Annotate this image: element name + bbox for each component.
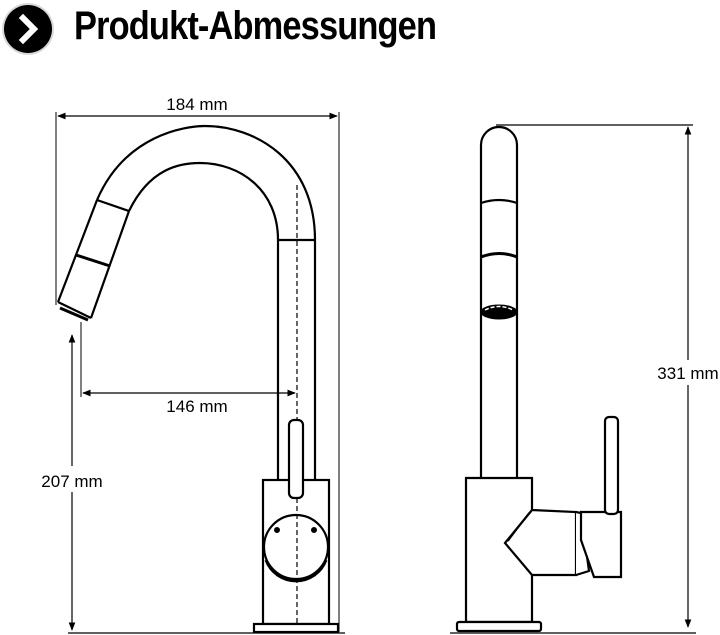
page-title: Produkt-Abmessungen xyxy=(74,4,437,48)
width-dimension-label: 184 mm xyxy=(166,95,227,114)
side-view xyxy=(450,124,696,634)
reach-dimension-label: 146 mm xyxy=(166,397,227,416)
header: Produkt-Abmessungen xyxy=(0,0,720,60)
chevron-right-circle-icon xyxy=(4,5,52,53)
front-view xyxy=(55,112,345,634)
spout-height-dimension-label: 207 mm xyxy=(41,472,102,491)
total-height-dimension-label: 331 mm xyxy=(657,364,718,383)
